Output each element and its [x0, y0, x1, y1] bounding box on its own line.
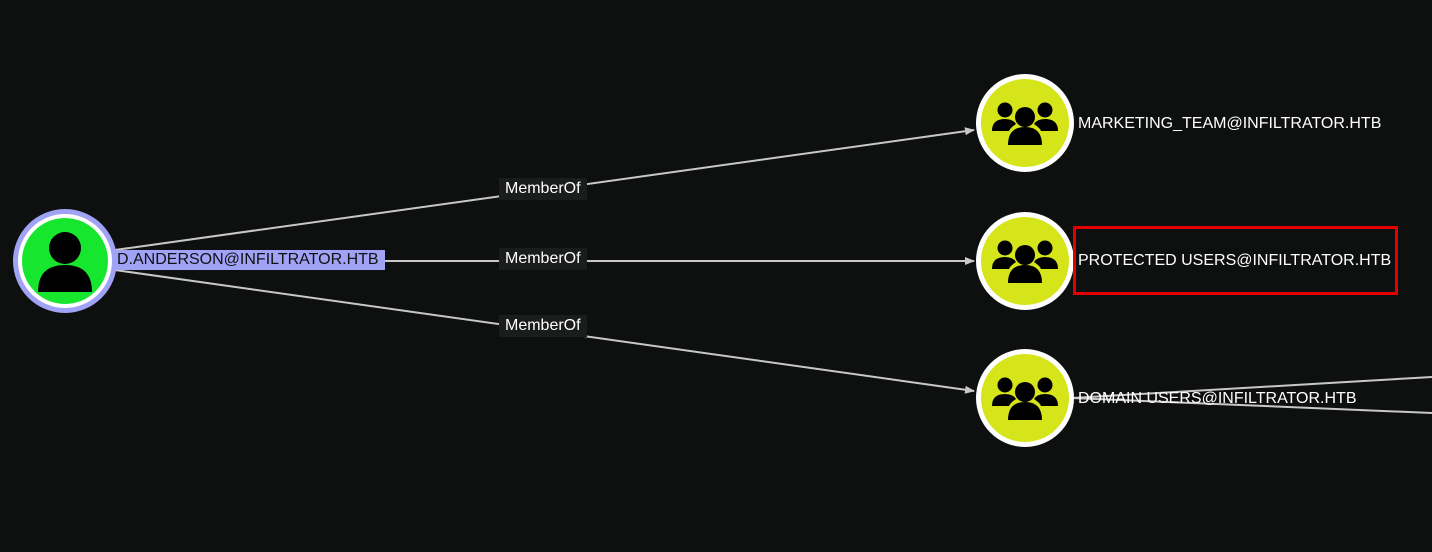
edge-label-marketing[interactable]: MemberOf [499, 178, 587, 200]
edge-label-protected[interactable]: MemberOf [499, 248, 587, 270]
user-icon [38, 232, 92, 292]
node-label-protected-users[interactable]: PROTECTED USERS@INFILTRATOR.HTB [1078, 252, 1392, 269]
node-label-source[interactable]: D.ANDERSON@INFILTRATOR.HTB [115, 250, 385, 270]
node-label-marketing-team[interactable]: MARKETING_TEAM@INFILTRATOR.HTB [1078, 115, 1382, 132]
node-protected-users[interactable] [976, 212, 1074, 310]
node-source-user[interactable] [13, 209, 117, 313]
node-domain-users[interactable] [976, 349, 1074, 447]
highlight-box [1073, 226, 1398, 295]
edge-label-domain-users[interactable]: MemberOf [499, 315, 587, 337]
node-label-domain-users[interactable]: DOMAIN USERS@INFILTRATOR.HTB [1078, 390, 1357, 407]
edge-line-offscreen-1[interactable] [1071, 376, 1432, 399]
edge-line-offscreen-2[interactable] [1071, 397, 1432, 414]
node-marketing-team[interactable] [976, 74, 1074, 172]
